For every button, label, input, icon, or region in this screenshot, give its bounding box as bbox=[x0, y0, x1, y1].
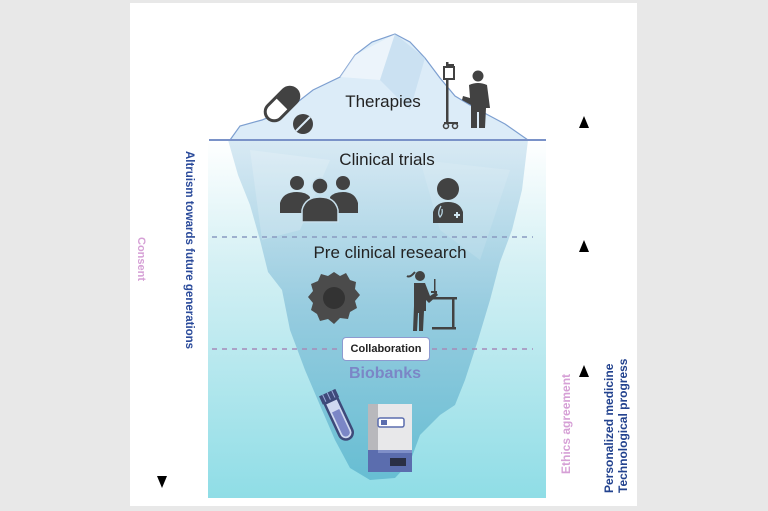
freezer-icon bbox=[368, 404, 412, 472]
tier-label-clinical-trials: Clinical trials bbox=[339, 150, 435, 169]
right-up-arrow-2 bbox=[579, 240, 589, 346]
tablet-icon bbox=[293, 114, 313, 134]
cell-icon bbox=[308, 272, 360, 324]
tier-label-preclinical-research: Pre clinical research bbox=[313, 243, 467, 262]
altruism-label: Altruism towards future generations bbox=[183, 151, 195, 350]
left-down-arrow bbox=[157, 37, 167, 488]
tier-label-therapies: Therapies bbox=[345, 92, 421, 111]
pill-capsule-icon bbox=[263, 85, 301, 123]
group-people-icon bbox=[280, 176, 358, 223]
scientist-lab-icon bbox=[406, 271, 457, 331]
right-up-arrow-1 bbox=[579, 116, 589, 232]
personalized-medicine-label: Personalized medicine bbox=[602, 363, 616, 493]
right-up-arrow-3 bbox=[579, 365, 589, 468]
technological-progress-label: Technological progress bbox=[616, 358, 630, 493]
iv-patient-icon bbox=[442, 62, 490, 130]
doctor-icon bbox=[433, 178, 463, 223]
ethics-agreement-label: Ethics agreement bbox=[559, 373, 573, 474]
collaboration-label: Collaboration bbox=[342, 337, 430, 361]
consent-label: Consent bbox=[135, 237, 147, 281]
iceberg-underwater bbox=[228, 140, 528, 480]
tier-label-biobanks: Biobanks bbox=[348, 365, 422, 382]
test-tube-icon bbox=[319, 388, 354, 441]
progress-label: Personalized medicine Technological prog… bbox=[602, 359, 630, 493]
